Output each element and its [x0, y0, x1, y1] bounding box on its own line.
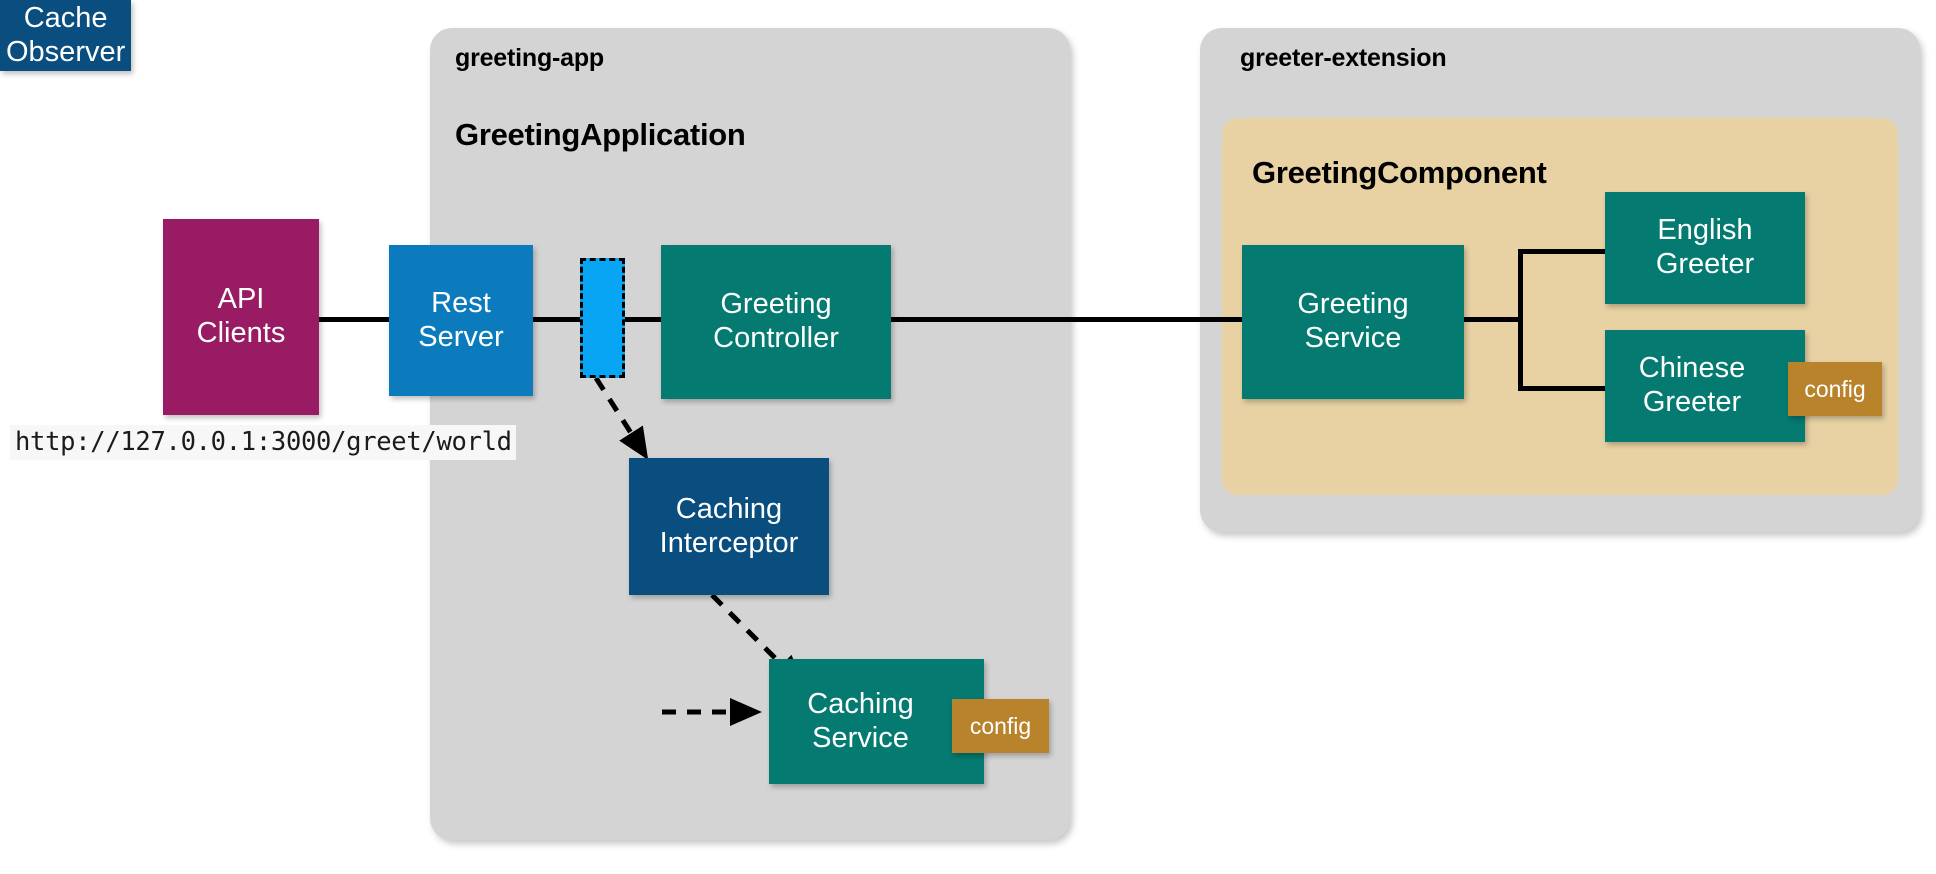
node-chinese-greeter-label-line1: Chinese: [1638, 352, 1746, 385]
node-cache-observer[interactable]: Cache Observer: [0, 0, 132, 72]
node-english-greeter-label-line1: English: [1657, 214, 1753, 247]
panel-greeting-application-title: GreetingApplication: [455, 117, 746, 152]
node-greeting-service-label-line2: Service: [1304, 322, 1402, 354]
edge-greeting-controller-to-greeting-service: [888, 317, 1242, 322]
badge-chinese-greeter-config-label: config: [1804, 375, 1866, 402]
node-rest-server[interactable]: Rest Server: [389, 245, 533, 396]
node-greeting-controller-label-line2: Controller: [713, 322, 839, 354]
node-api-clients-label-line1: API: [217, 283, 265, 316]
node-api-clients-label-line2: Clients: [196, 317, 286, 349]
badge-chinese-greeter-config[interactable]: config: [1788, 362, 1882, 416]
node-caching-interceptor-label-line1: Caching: [675, 492, 783, 525]
edge-api-clients-to-rest-server: [316, 317, 392, 322]
badge-caching-service-config-label: config: [969, 712, 1032, 739]
node-caching-interceptor-label-line2: Interceptor: [659, 526, 799, 559]
node-greeting-service-label-line1: Greeting: [1297, 288, 1409, 321]
node-cache-observer-label-line1: Cache: [23, 2, 108, 34]
edge-greeting-service-branch-spine: [1518, 249, 1523, 391]
node-greeting-controller[interactable]: Greeting Controller: [661, 245, 891, 399]
node-caching-service[interactable]: Caching Service: [769, 659, 984, 784]
badge-caching-service-config[interactable]: config: [952, 699, 1049, 753]
container-greeting-app-title: greeting-app: [455, 44, 604, 72]
node-api-clients[interactable]: API Clients: [163, 219, 319, 415]
node-rest-server-label-line2: Server: [418, 320, 504, 353]
node-caching-interceptor[interactable]: Caching Interceptor: [629, 458, 829, 595]
annotation-request-url: http://127.0.0.1:3000/greet/world: [10, 425, 516, 460]
edge-branch-to-chinese-greeter: [1518, 386, 1606, 391]
node-english-greeter[interactable]: English Greeter: [1605, 192, 1805, 304]
node-chinese-greeter-label-line2: Greeter: [1642, 386, 1742, 418]
edge-branch-to-english-greeter: [1518, 249, 1606, 254]
node-rest-server-label-line1: Rest: [431, 286, 491, 319]
node-caching-service-label-line1: Caching: [807, 687, 914, 720]
edge-greeting-service-branch-stem: [1463, 317, 1523, 322]
panel-greeting-component-title: GreetingComponent: [1252, 155, 1547, 190]
node-chinese-greeter[interactable]: Chinese Greeter: [1605, 330, 1805, 442]
container-greeter-extension-title: greeter-extension: [1240, 44, 1447, 72]
node-cache-observer-label-line2: Observer: [6, 35, 126, 68]
node-sequence-placeholder[interactable]: [580, 258, 625, 378]
node-caching-service-label-line2: Service: [812, 721, 909, 754]
node-greeting-service[interactable]: Greeting Service: [1242, 245, 1464, 399]
node-greeting-controller-label-line1: Greeting: [720, 288, 832, 321]
node-english-greeter-label-line2: Greeter: [1655, 248, 1755, 280]
